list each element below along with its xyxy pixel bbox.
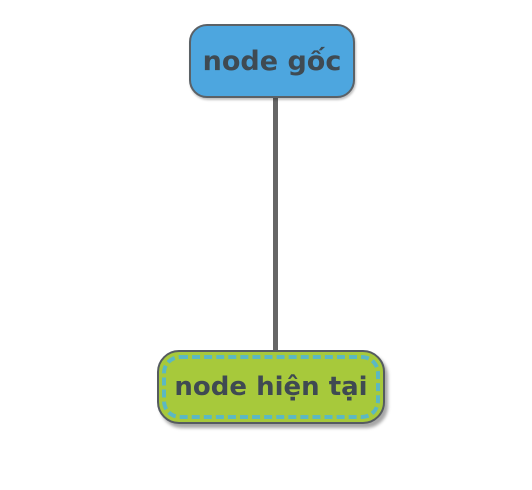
connector-edge	[273, 98, 278, 352]
current-node[interactable]: node hiện tại	[157, 350, 385, 424]
root-node-label: node gốc	[202, 45, 342, 77]
current-node-label: node hiện tại	[174, 372, 368, 402]
root-node[interactable]: node gốc	[189, 24, 355, 98]
